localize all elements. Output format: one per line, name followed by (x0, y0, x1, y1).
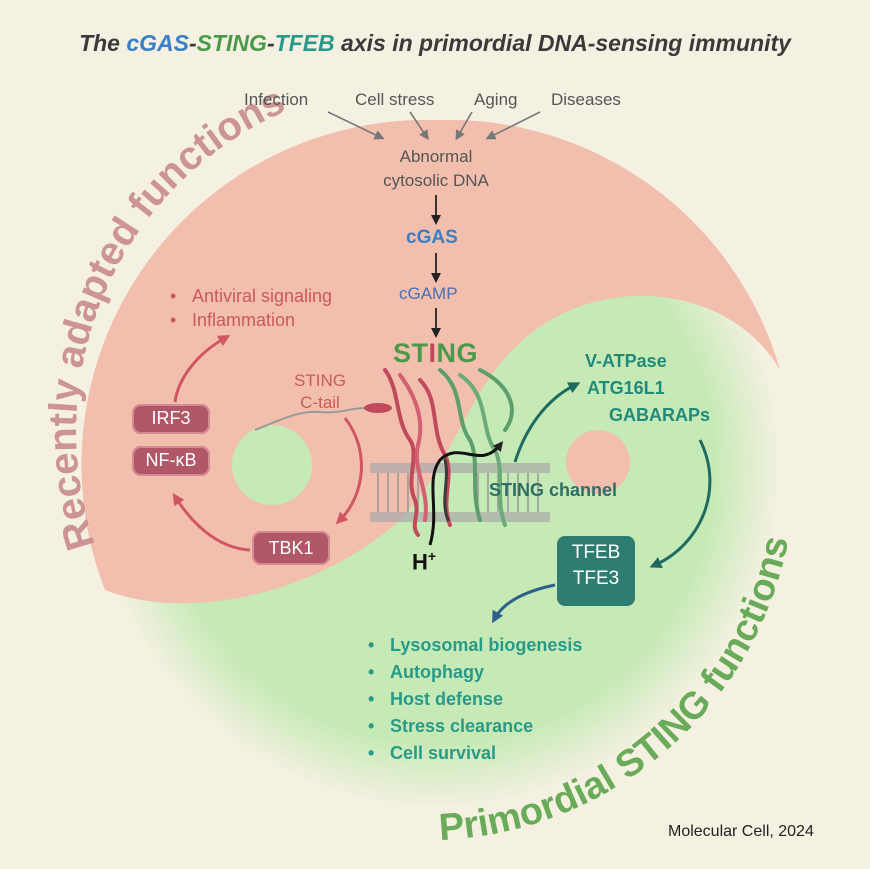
trigger-arrow (455, 111, 473, 141)
tfeb-to-functions-arrow (492, 583, 556, 624)
list-item: •Autophagy (368, 662, 484, 682)
ctail-to-tbk1-arrow (335, 417, 363, 525)
green-eye (232, 425, 312, 505)
irf3-badge: IRF3 (132, 404, 210, 434)
abnormal-dna-label: Abnormal cytosolic DNA (356, 145, 516, 193)
credit-label: Molecular Cell, 2024 (668, 823, 814, 840)
tfe3-label: TFE3 (572, 568, 620, 589)
nfkb-badge: NF-κB (132, 446, 210, 476)
proton-path-arrow (428, 441, 504, 546)
tfeb-tfe3-box: TFEB TFE3 (557, 536, 635, 606)
primordial-item-label: Cell survival (390, 743, 497, 763)
trigger-diseases: Diseases (551, 90, 621, 109)
trigger-cell-stress: Cell stress (355, 90, 435, 109)
sting-ctail-label: STING C-tail (282, 370, 358, 414)
trigger-arrow (327, 111, 385, 140)
channel-to-effectors-arrow (513, 382, 581, 463)
irf3-to-antiviral-arrow (173, 335, 231, 403)
effectors-list: V-ATPase ATG16L1 GABARAPs (585, 348, 710, 429)
proton-label: H+ (412, 548, 436, 575)
list-item: •Antiviral signaling (170, 286, 333, 306)
proton-h: H (412, 549, 428, 575)
sting-label: STING (393, 338, 478, 369)
list-item: •Host defense (368, 689, 504, 709)
tbk1-to-nfkb-arrow (172, 492, 251, 552)
proton-sup: + (427, 548, 437, 564)
trigger-arrow (485, 111, 541, 140)
abnormal-line2: cytosolic DNA (383, 171, 489, 190)
title-lead: The (79, 30, 127, 56)
tbk1-badge: TBK1 (252, 531, 330, 565)
recent-item-label: Inflammation (192, 310, 296, 330)
effector-atg16l1: ATG16L1 (587, 378, 665, 398)
abnormal-line1: Abnormal (399, 147, 473, 166)
title-sting: STING (196, 30, 267, 56)
list-item: •Stress clearance (368, 716, 534, 736)
primordial-item-label: Autophagy (390, 662, 484, 682)
cgamp-label: cGAMP (399, 284, 458, 303)
recent-functions-list: •Antiviral signaling •Inflammation (170, 284, 332, 332)
list-item: •Inflammation (170, 310, 296, 330)
ctail-line2: C-tail (300, 393, 340, 412)
title-rest: axis in primordial DNA-sensing immunity (334, 30, 791, 56)
title-separator: - (188, 30, 197, 56)
sting-channel-label: STING channel (489, 480, 618, 500)
effector-gabaraps: GABARAPs (609, 405, 711, 425)
title-tfeb: TFEB (274, 30, 335, 56)
sting-letter: N (436, 338, 457, 368)
membrane-icon (370, 463, 550, 522)
title-separator: - (266, 30, 275, 56)
sting-letter: I (428, 338, 437, 368)
list-item: •Lysosomal biogenesis (368, 635, 583, 655)
tfeb-label: TFEB (571, 542, 621, 563)
recent-item-label: Antiviral signaling (192, 286, 333, 306)
figure-title: The cGAS-STING-TFEB axis in primordial D… (0, 30, 870, 57)
trigger-infection: Infection (244, 90, 309, 109)
primordial-functions-list: •Lysosomal biogenesis •Autophagy •Host d… (368, 632, 582, 767)
trigger-arrow (409, 111, 429, 141)
list-item: •Cell survival (368, 743, 497, 763)
primordial-item-label: Host defense (390, 689, 504, 709)
cgas-label: cGAS (406, 227, 458, 248)
c-tail-helix-icon (364, 403, 392, 413)
sting-letter: G (456, 338, 479, 368)
sting-letter: T (411, 338, 429, 368)
sting-letter: S (393, 338, 412, 368)
primordial-item-label: Stress clearance (390, 716, 534, 736)
c-tail-icon (254, 407, 366, 431)
primordial-item-label: Lysosomal biogenesis (390, 635, 583, 655)
red-eye (566, 430, 630, 494)
trigger-aging: Aging (474, 90, 518, 109)
effectors-to-tfeb-arrow (649, 439, 712, 569)
effector-vatpase: V-ATPase (585, 351, 667, 371)
title-cgas: cGAS (126, 30, 189, 56)
ctail-line1: STING (294, 371, 346, 390)
